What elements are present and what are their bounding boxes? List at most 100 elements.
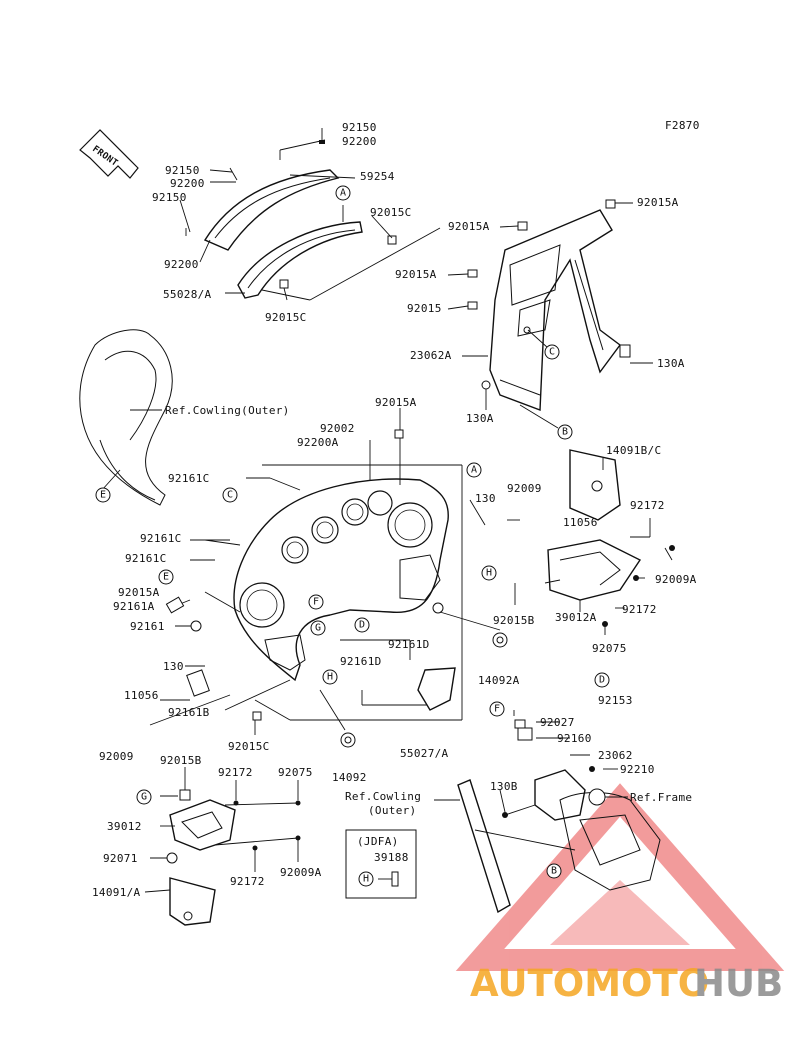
watermark-text: AUTOMOTO HUB [470,962,783,1005]
svg-text:B: B [551,866,557,877]
label-92015A-m: 92015A [448,220,490,233]
bracket-39012 [166,789,236,864]
svg-text:E: E [100,490,106,501]
label-92200-l1: 92200 [170,177,205,190]
svg-text:F: F [494,704,500,715]
label-92172-r2: 92172 [622,603,657,616]
jdfa-box [345,829,417,899]
label-14091BC: 14091B/C [606,444,661,457]
label-92161C-3: 92161C [125,552,167,565]
callout-E-2: E [158,569,174,585]
bracket-leader-lines [447,202,653,429]
label-92153: 92153 [598,694,633,707]
callout-D-1: D [354,617,370,633]
callout-E-1: E [95,487,111,503]
label-92009A-l: 92009A [280,866,322,879]
label-92161C-2: 92161C [140,532,182,545]
label-92075-r: 92075 [592,642,627,655]
label-130-1: 130 [475,492,496,505]
upper-fasteners [185,128,397,289]
label-92002: 92002 [320,422,355,435]
label-92015C-1: 92015C [370,206,412,219]
label-39188: 39188 [374,851,409,864]
frame-ref-shape [559,788,661,891]
callout-A-2: A [466,462,482,478]
label-14092A: 14092A [478,674,520,687]
callout-H-1: H [481,565,497,581]
label-14091A: 14091/A [92,886,141,899]
label-92015A-ll: 92015A [118,586,160,599]
label-92200-l2: 92200 [164,258,199,271]
callout-B-1: B [557,424,573,440]
label-92161D-2: 92161D [340,655,382,668]
label-92150-l2: 92150 [152,191,187,204]
label-92009-r: 92009 [507,482,542,495]
label-55028A: 55028/A [163,288,212,301]
callout-H-2: H [322,669,338,685]
label-92172-l1: 92172 [218,766,253,779]
watermark-triangle-logo [455,783,785,971]
label-92161: 92161 [130,620,165,633]
label-92027: 92027 [540,716,575,729]
outer-cowling-ref-shape [79,329,173,506]
lower-left-leaders [144,767,301,893]
svg-text:G: G [141,792,147,803]
svg-text:A: A [471,465,477,476]
label-92071: 92071 [103,852,138,865]
callout-circles: A C B E A C H E F D G H D F G B H [95,185,610,887]
label-39012A: 39012A [555,611,597,624]
label-92172-r1: 92172 [630,499,665,512]
label-92015: 92015 [407,302,442,315]
label-92200-top: 92200 [342,135,377,148]
label-92015A-c: 92015A [375,396,417,409]
svg-text:C: C [549,347,555,358]
mount-23062 [514,719,586,821]
label-92015A-r: 92015A [637,196,679,209]
bracket-39012A [547,539,642,601]
svg-text:B: B [562,427,568,438]
callout-C-1: C [544,344,560,360]
label-92015B-l: 92015B [160,754,202,767]
label-11056-r: 11056 [563,516,598,529]
callout-F-2: F [489,701,505,717]
svg-text:G: G [315,623,321,634]
callout-D-2: D [594,672,610,688]
callout-C-2: C [222,487,238,503]
label-ref-cowling-outer-2a: Ref.Cowling [345,790,421,803]
svg-text:C: C [227,490,233,501]
label-92015A-l: 92015A [395,268,437,281]
svg-text:H: H [363,874,369,885]
part-labels: F2870 92150 92200 92150 92200 59254 9215… [92,119,700,899]
label-130B: 130B [490,780,518,793]
upper-trim-part-59254 [203,169,340,251]
svg-text:D: D [359,620,365,631]
label-92210: 92210 [620,763,655,776]
svg-text:D: D [599,675,605,686]
label-14092: 14092 [332,771,367,784]
watermark-part1: AUTOMOTO [470,962,709,1005]
label-92015C-3: 92015C [228,740,270,753]
label-ref-cowling-outer-1: Ref.Cowling(Outer) [165,404,290,417]
upper-leader-lines [179,139,441,301]
callout-G-2: G [136,789,152,805]
label-92150-top: 92150 [342,121,377,134]
left-leader-lines [101,409,162,491]
label-92161B: 92161B [168,706,210,719]
center-small-parts [165,429,508,748]
label-92015C-2: 92015C [265,311,307,324]
callout-H-3: H [358,871,374,887]
label-130A-r: 130A [657,357,685,370]
callout-F-1: F [308,594,324,610]
label-130-2: 130 [163,660,184,673]
svg-text:H: H [486,568,492,579]
label-92161D-1: 92161D [388,638,430,651]
label-ref-cowling-outer-2b: (Outer) [368,804,416,817]
figure-code: F2870 [665,119,700,132]
lower-trim-part-55028A [237,221,363,299]
label-92172-l2: 92172 [230,875,265,888]
callout-A-1: A [335,185,351,201]
svg-text:E: E [163,572,169,583]
svg-text:H: H [327,672,333,683]
label-23062A: 23062A [410,349,452,362]
